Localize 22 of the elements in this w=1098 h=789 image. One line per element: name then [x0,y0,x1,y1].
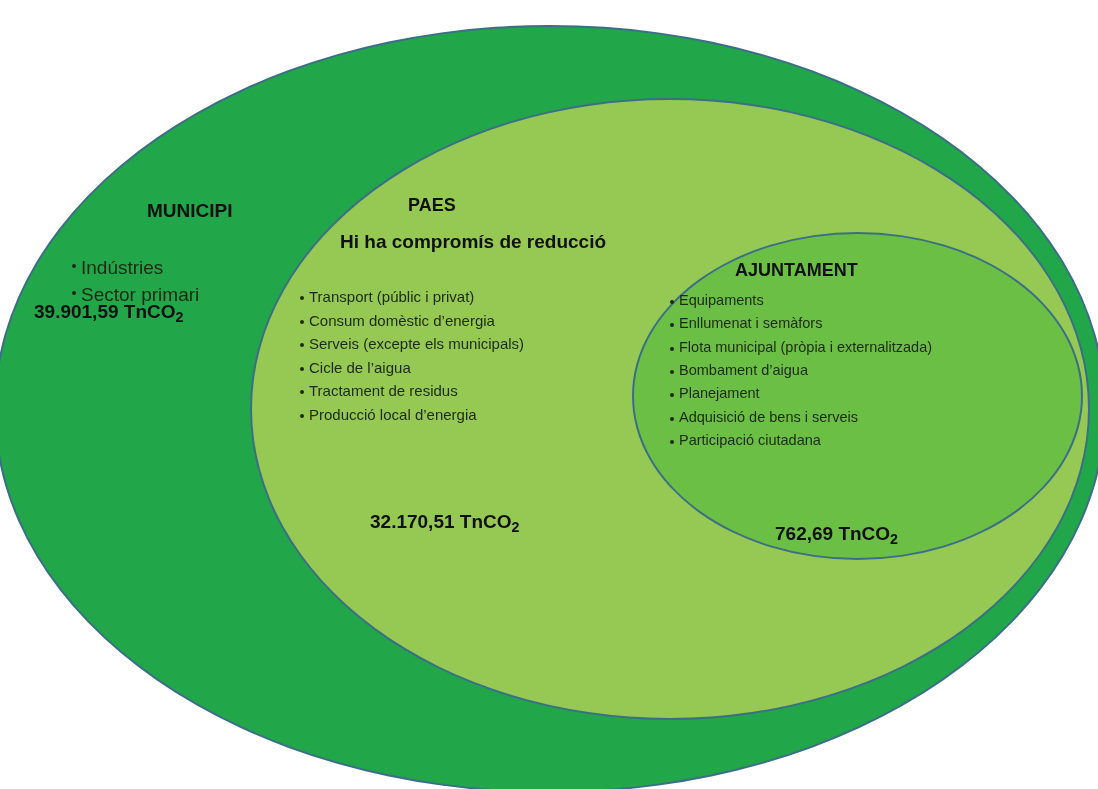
list-item: Consum domèstic d’energia [309,310,495,331]
list-item: Equipaments [679,291,764,310]
list-item: Sector primari [81,283,200,305]
list-item: Serveis (excepte els municipals) [309,334,525,355]
list-item: Participació ciutadana [679,430,821,450]
list-item: Flota municipal (pròpia i externalitzada) [679,337,933,357]
emission-total: 32.170,51 TnCO$_{2}$ [370,510,520,537]
heading: MUNICIPI [147,199,233,223]
list-item: Adquisició de bens i serveis [679,407,858,427]
heading: AJUNTAMENT [735,259,858,282]
list-item: Enllumenat i semàfors [679,314,823,334]
heading: PAES [408,194,456,217]
ellipse [0,25,1098,789]
list-item: Bombament d’aigua [679,360,808,380]
list-item: Indústries [81,256,164,280]
list-item: Tractament de residus [309,381,458,402]
heading: Hi ha compromís de reducció [340,230,607,254]
list-item: Producció local d’energia [309,405,477,425]
list-item: Cicle de l’aigua [309,357,411,378]
emission-total: 762,69 TnCO$_{2}$ [775,522,899,549]
list-item: Transport (públic i privat) [309,287,475,307]
list-item: Planejament [679,384,760,404]
